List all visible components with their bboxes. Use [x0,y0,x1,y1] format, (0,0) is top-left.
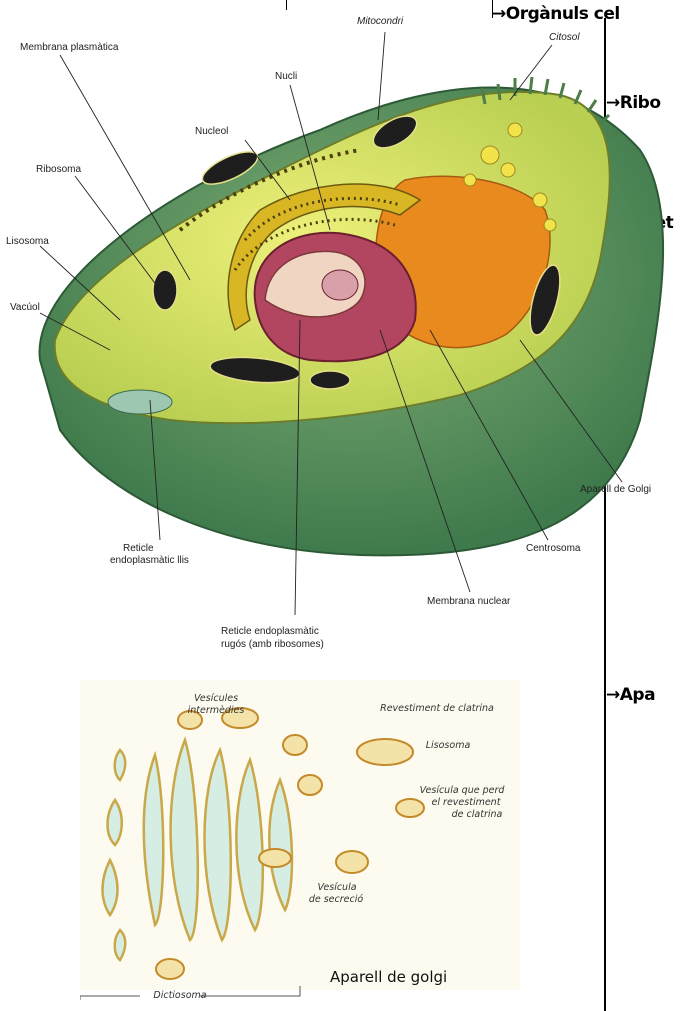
label-membrana-plasmatica: Membrana plasmàtica [20,42,118,54]
golgi-label-vesicules-1: Vesícules [186,693,246,704]
label-lisosoma: Lisosoma [6,236,49,248]
label-reticle-llis-1: Reticle [123,543,154,555]
golgi-label-vesicula-perd-1: Vesícula que perd [412,785,512,796]
golgi-label-vesicula-sec-2: de secreció [301,894,371,905]
label-citosol: Citosol [549,32,580,44]
label-aparell-golgi: Aparell de Golgi [580,484,651,496]
golgi-label-vesicula-perd-2: el revestiment [416,797,516,808]
leader-lines [0,0,685,660]
label-nucli: Nucli [275,71,297,83]
label-reticle-llis-2: endoplasmàtic llis [110,555,189,567]
golgi-label-dictiosoma: Dictiosoma [140,990,220,1001]
golgi-label-vesicules-2: intermèdies [181,705,251,716]
heading-apa: →Apa [606,685,655,705]
golgi-label-vesicula-sec-1: Vesícula [307,882,367,893]
golgi-diagram [80,680,520,1000]
label-vacuol: Vacúol [10,302,40,314]
label-mitocondri: Mitocondri [357,16,403,28]
label-centrosoma: Centrosoma [526,543,580,555]
label-membrana-nuclear: Membrana nuclear [427,596,510,608]
label-ribosoma: Ribosoma [36,164,81,176]
golgi-caption: Aparell de golgi [330,968,447,986]
golgi-label-vesicula-perd-3: de clatrina [427,809,527,820]
golgi-label-revestiment: Revestiment de clatrina [367,703,507,714]
golgi-label-lisosoma: Lisosoma [418,740,478,751]
label-reticle-rugos-1: Reticle endoplasmàtic [221,626,319,638]
label-nucleol: Nucleol [195,126,228,138]
label-reticle-rugos-2: rugós (amb ribosomes) [221,639,324,651]
